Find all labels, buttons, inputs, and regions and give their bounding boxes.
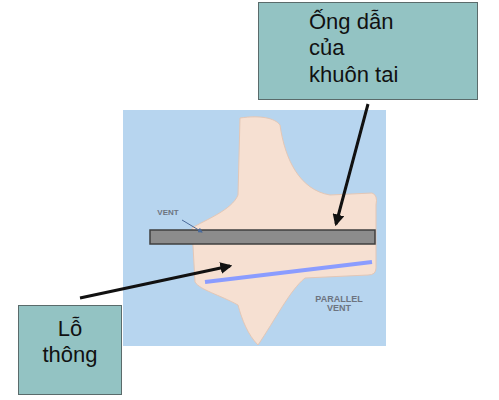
vent-pointer — [182, 220, 202, 232]
callout-text: Ống dẫn của khuôn tai — [309, 9, 404, 88]
callout-box: Ống dẫn của khuôn tai — [258, 2, 478, 100]
callout-text: Lỗ thông — [39, 316, 101, 369]
background-panel — [123, 110, 386, 346]
callout-box: Lỗ thông — [18, 305, 122, 395]
sound-tube — [150, 230, 375, 244]
part-label: VENT — [152, 209, 184, 217]
part-label: PARALLEL VENT — [310, 295, 368, 314]
vent-channel — [205, 262, 372, 282]
vent-leader — [80, 266, 230, 298]
tube-leader — [336, 104, 368, 224]
